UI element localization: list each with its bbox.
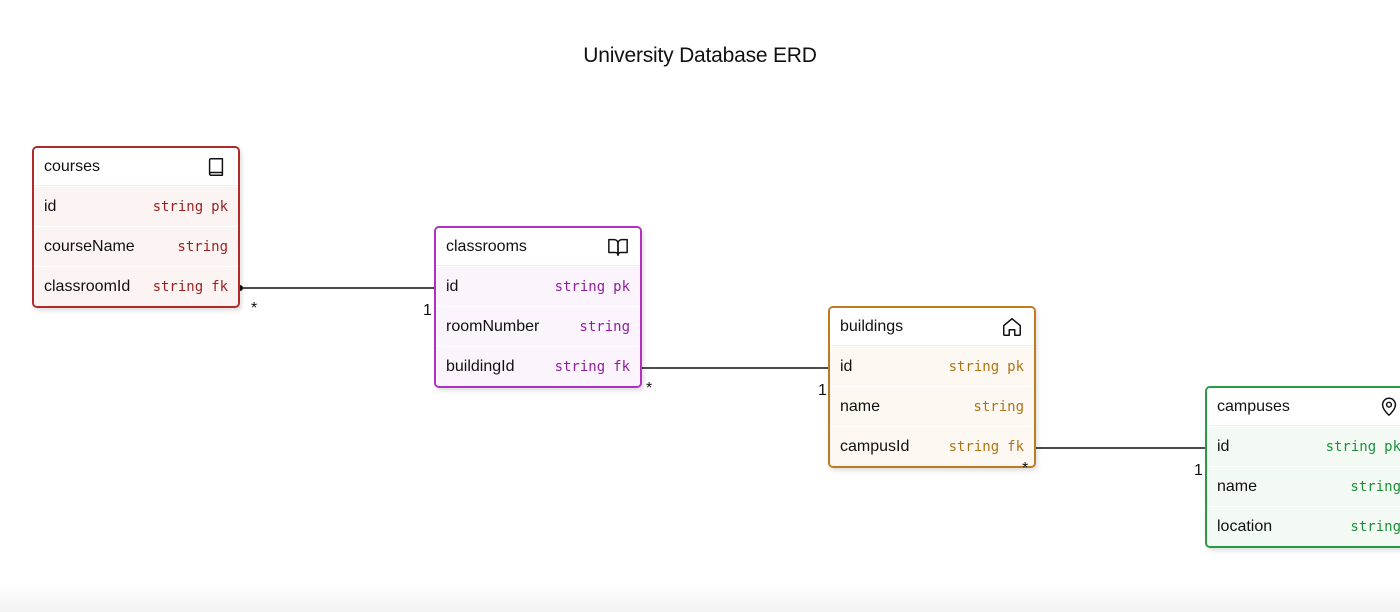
entity-header: buildings (830, 308, 1034, 346)
diagram-title: University Database ERD (583, 44, 817, 67)
canvas-bottom-edge (0, 584, 1400, 612)
cardinality-one-campuses: 1 (1194, 462, 1203, 479)
entity-classrooms[interactable]: classrooms id string pk roomNumber string… (434, 226, 642, 388)
entity-name: buildings (840, 317, 904, 335)
attribute-datatype: string (948, 358, 1000, 375)
relationship-courses-classrooms (237, 285, 442, 291)
attribute-key: pk (1384, 438, 1400, 455)
attribute-datatype: string (948, 438, 1000, 455)
entity-header: courses (34, 148, 238, 186)
cardinality-one-classrooms: 1 (423, 302, 432, 319)
attribute-datatype: string (1350, 478, 1400, 495)
entity-name: classrooms (446, 237, 527, 255)
entity-name: campuses (1217, 397, 1290, 415)
attribute-datatype: string (177, 238, 228, 255)
attribute-row-name: name string (830, 386, 1034, 426)
attribute-type: string pk (949, 359, 1024, 375)
attribute-type: string (177, 239, 228, 255)
attribute-name: location (1217, 517, 1273, 535)
entity-courses[interactable]: courses id string pk courseName string cl… (32, 146, 240, 308)
attribute-datatype: string (1350, 518, 1400, 535)
attribute-type: string pk (1326, 439, 1400, 455)
attribute-row-roomNumber: roomNumber string (436, 306, 640, 346)
attribute-type: string (973, 399, 1024, 415)
attribute-type: string fk (555, 359, 630, 375)
attribute-datatype: string (579, 318, 630, 335)
attribute-key: pk (1007, 358, 1024, 375)
attribute-row-classroomId: classroomId string fk (34, 266, 238, 306)
attribute-row-courseName: courseName string (34, 226, 238, 266)
entity-header: campuses (1207, 388, 1400, 426)
attribute-type: string fk (949, 439, 1024, 455)
attribute-name: courseName (44, 237, 135, 255)
attribute-name: name (1217, 477, 1258, 495)
attribute-name: id (1217, 437, 1230, 455)
attribute-name: name (840, 397, 881, 415)
attribute-type: string (1350, 479, 1400, 495)
attribute-datatype: string (554, 278, 606, 295)
attribute-type: string pk (153, 199, 228, 215)
attribute-type: string (579, 319, 630, 335)
cardinality-many-buildings: * (1022, 460, 1029, 477)
attribute-row-buildingId: buildingId string fk (436, 346, 640, 386)
attribute-row-name: name string (1207, 466, 1400, 506)
entity-header: classrooms (436, 228, 640, 266)
entity-buildings[interactable]: buildings id string pk name string campus… (828, 306, 1036, 468)
attribute-type: string fk (153, 279, 228, 295)
cardinality-many-courses: * (251, 300, 258, 317)
map-pin-icon (1377, 395, 1400, 419)
entity-campuses[interactable]: campuses id string pk name string locatio… (1205, 386, 1400, 548)
attribute-row-id: id string pk (34, 186, 238, 226)
attribute-row-campusId: campusId string fk (830, 426, 1034, 466)
attribute-datatype: string (1325, 438, 1377, 455)
attribute-name: campusId (840, 437, 910, 455)
attribute-datatype: string (152, 198, 204, 215)
attribute-name: id (840, 357, 853, 375)
attribute-type: string pk (555, 279, 630, 295)
attribute-name: buildingId (446, 357, 515, 375)
attribute-type: string (1350, 519, 1400, 535)
attribute-row-id: id string pk (830, 346, 1034, 386)
cardinality-one-buildings: 1 (818, 382, 827, 399)
entity-name: courses (44, 157, 101, 175)
attribute-row-id: id string pk (436, 266, 640, 306)
attribute-datatype: string (973, 398, 1024, 415)
attribute-row-location: location string (1207, 506, 1400, 546)
attribute-name: id (44, 197, 57, 215)
book-icon (204, 155, 228, 179)
attribute-row-id: id string pk (1207, 426, 1400, 466)
cardinality-many-classrooms: * (646, 380, 653, 397)
attribute-key: fk (1007, 438, 1024, 455)
attribute-key: pk (613, 278, 630, 295)
attribute-datatype: string (152, 278, 204, 295)
attribute-name: id (446, 277, 459, 295)
open-book-icon (606, 235, 630, 259)
attribute-key: fk (211, 278, 228, 295)
attribute-name: classroomId (44, 277, 131, 295)
relationship-classrooms-buildings (632, 365, 836, 371)
house-icon (1000, 315, 1024, 339)
attribute-key: pk (211, 198, 228, 215)
attribute-name: roomNumber (446, 317, 540, 335)
attribute-datatype: string (554, 358, 606, 375)
attribute-key: fk (613, 358, 630, 375)
relationship-buildings-campuses (1009, 445, 1213, 451)
